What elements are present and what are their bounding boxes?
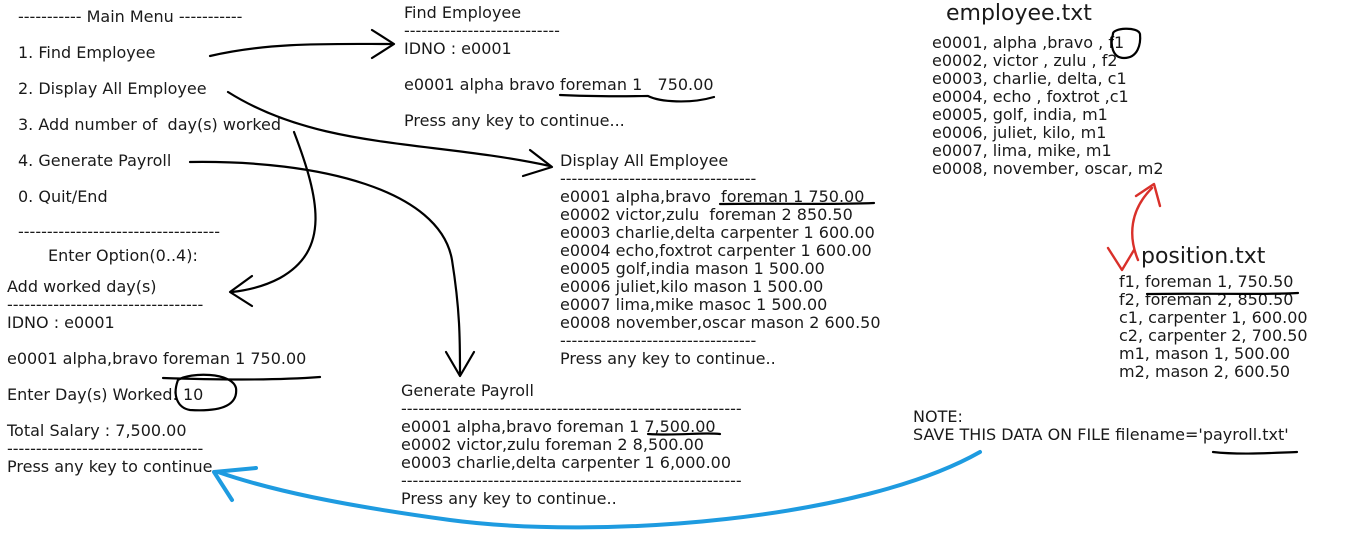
- list-item: e0005, golf, india, m1: [932, 105, 1108, 124]
- payroll-separator: ----------------------------------------…: [401, 399, 742, 418]
- table-row: e0003 charlie,delta carpenter 1 600.00: [560, 223, 875, 242]
- arrowhead-display: [521, 148, 554, 178]
- table-row: e0006 juliet,kilo mason 1 500.00: [560, 277, 824, 296]
- menu-item-display[interactable]: 2. Display All Employee: [18, 79, 207, 98]
- table-row: e0002 victor,zulu foreman 2 850.50: [560, 205, 853, 224]
- add-worked-record: e0001 alpha,bravo foreman 1 750.00: [7, 349, 307, 368]
- add-worked-panel: Add worked day(s) ----------------------…: [7, 278, 306, 476]
- menu-item-find[interactable]: 1. Find Employee: [18, 43, 156, 62]
- find-employee-idno: IDNO : e0001: [404, 39, 512, 58]
- menu-item-add-days[interactable]: 3. Add number of day(s) worked: [18, 115, 282, 134]
- list-item: e0008, november, oscar, m2: [932, 159, 1164, 178]
- record-position: foreman 1 750.00: [559, 75, 714, 94]
- add-worked-idno: IDNO : e0001: [7, 313, 115, 332]
- record-name: e0001 alpha bravo: [404, 75, 560, 94]
- add-worked-total: Total Salary : 7,500.00: [7, 421, 187, 440]
- arrowhead-payroll: [444, 350, 476, 378]
- display-all-continue: Press any key to continue..: [560, 349, 776, 368]
- position-file-title: position.txt: [1141, 244, 1266, 269]
- payroll-separator-2: ----------------------------------------…: [401, 471, 742, 490]
- payroll-title: Generate Payroll: [401, 381, 534, 400]
- list-item: f2, foreman 2, 850.50: [1119, 290, 1294, 309]
- add-worked-separator: ----------------------------------: [7, 295, 204, 314]
- employee-file: employee.txt e0001, alpha ,bravo , f1 e0…: [932, 2, 1164, 178]
- position-file: position.txt f1, foreman 1, 750.50 f2, f…: [1119, 245, 1308, 381]
- list-item: c2, carpenter 2, 700.50: [1119, 326, 1308, 345]
- table-row: e0003 charlie,delta carpenter 1 6,000.00: [401, 453, 732, 472]
- list-item: e0003, charlie, delta, c1: [932, 69, 1127, 88]
- menu-item-payroll[interactable]: 4. Generate Payroll: [18, 151, 172, 170]
- find-employee-continue: Press any key to continue...: [404, 111, 625, 130]
- note-text: SAVE THIS DATA ON FILE filename='payroll…: [913, 425, 1289, 444]
- table-row: e0005 golf,india mason 1 500.00: [560, 259, 825, 278]
- add-worked-continue: Press any key to continue: [7, 457, 213, 476]
- main-menu-separator: -----------------------------------: [18, 222, 221, 241]
- table-row: e0008 november,oscar mason 2 600.50: [560, 313, 881, 332]
- add-worked-separator-2: ----------------------------------: [7, 439, 204, 458]
- note: NOTE: SAVE THIS DATA ON FILE filename='p…: [913, 408, 1289, 444]
- arrowhead-red-top: [1134, 182, 1162, 208]
- display-all-title: Display All Employee: [560, 151, 729, 170]
- find-employee-record: e0001 alpha bravo foreman 1 750.00: [404, 76, 714, 94]
- find-employee-separator: ---------------------------: [404, 21, 560, 40]
- note-label: NOTE:: [913, 407, 963, 426]
- main-menu-title: ----------- Main Menu -----------: [18, 7, 243, 26]
- arrowhead-find: [370, 28, 396, 60]
- display-all-separator: ----------------------------------: [560, 169, 757, 188]
- employee-file-title: employee.txt: [946, 1, 1092, 26]
- list-item: e0001, alpha ,bravo , f1: [932, 33, 1125, 52]
- list-item: c1, carpenter 1, 600.00: [1119, 308, 1308, 327]
- list-item: e0006, juliet, kilo, m1: [932, 123, 1107, 142]
- table-row: e0004 echo,foxtrot carpenter 1 600.00: [560, 241, 872, 260]
- payroll-continue: Press any key to continue..: [401, 489, 617, 508]
- list-item: m1, mason 1, 500.00: [1119, 344, 1291, 363]
- table-row: e0001 alpha,bravo foreman 1 7,500.00: [401, 417, 716, 436]
- add-worked-days: Enter Day(s) Worked: 10: [7, 386, 306, 404]
- generate-payroll-panel: Generate Payroll -----------------------…: [401, 382, 742, 508]
- table-row: e0001 alpha,bravo foreman 1 750.00: [560, 187, 865, 206]
- underline-note: [1211, 450, 1299, 455]
- main-menu-prompt: Enter Option(0..4):: [48, 246, 198, 265]
- table-row: e0002 victor,zulu foreman 2 8,500.00: [401, 435, 704, 454]
- days-value[interactable]: 10: [182, 385, 204, 404]
- list-item: m2, mason 2, 600.50: [1119, 362, 1291, 381]
- main-menu: ----------- Main Menu ----------- 1. Fin…: [18, 8, 281, 265]
- list-item: e0007, lima, mike, m1: [932, 141, 1112, 160]
- list-item: e0004, echo , foxtrot ,c1: [932, 87, 1129, 106]
- add-worked-title: Add worked day(s): [7, 277, 157, 296]
- display-all-panel: Display All Employee -------------------…: [560, 152, 881, 368]
- find-employee-title: Find Employee: [404, 3, 522, 22]
- list-item: e0002, victor , zulu , f2: [932, 51, 1118, 70]
- find-employee-panel: Find Employee --------------------------…: [404, 4, 714, 130]
- display-all-separator-2: ----------------------------------: [560, 331, 757, 350]
- list-item: f1, foreman 1, 750.50: [1119, 272, 1294, 291]
- days-label: Enter Day(s) Worked:: [7, 385, 183, 404]
- menu-item-quit[interactable]: 0. Quit/End: [18, 187, 108, 206]
- table-row: e0007 lima,mike masoc 1 500.00: [560, 295, 828, 314]
